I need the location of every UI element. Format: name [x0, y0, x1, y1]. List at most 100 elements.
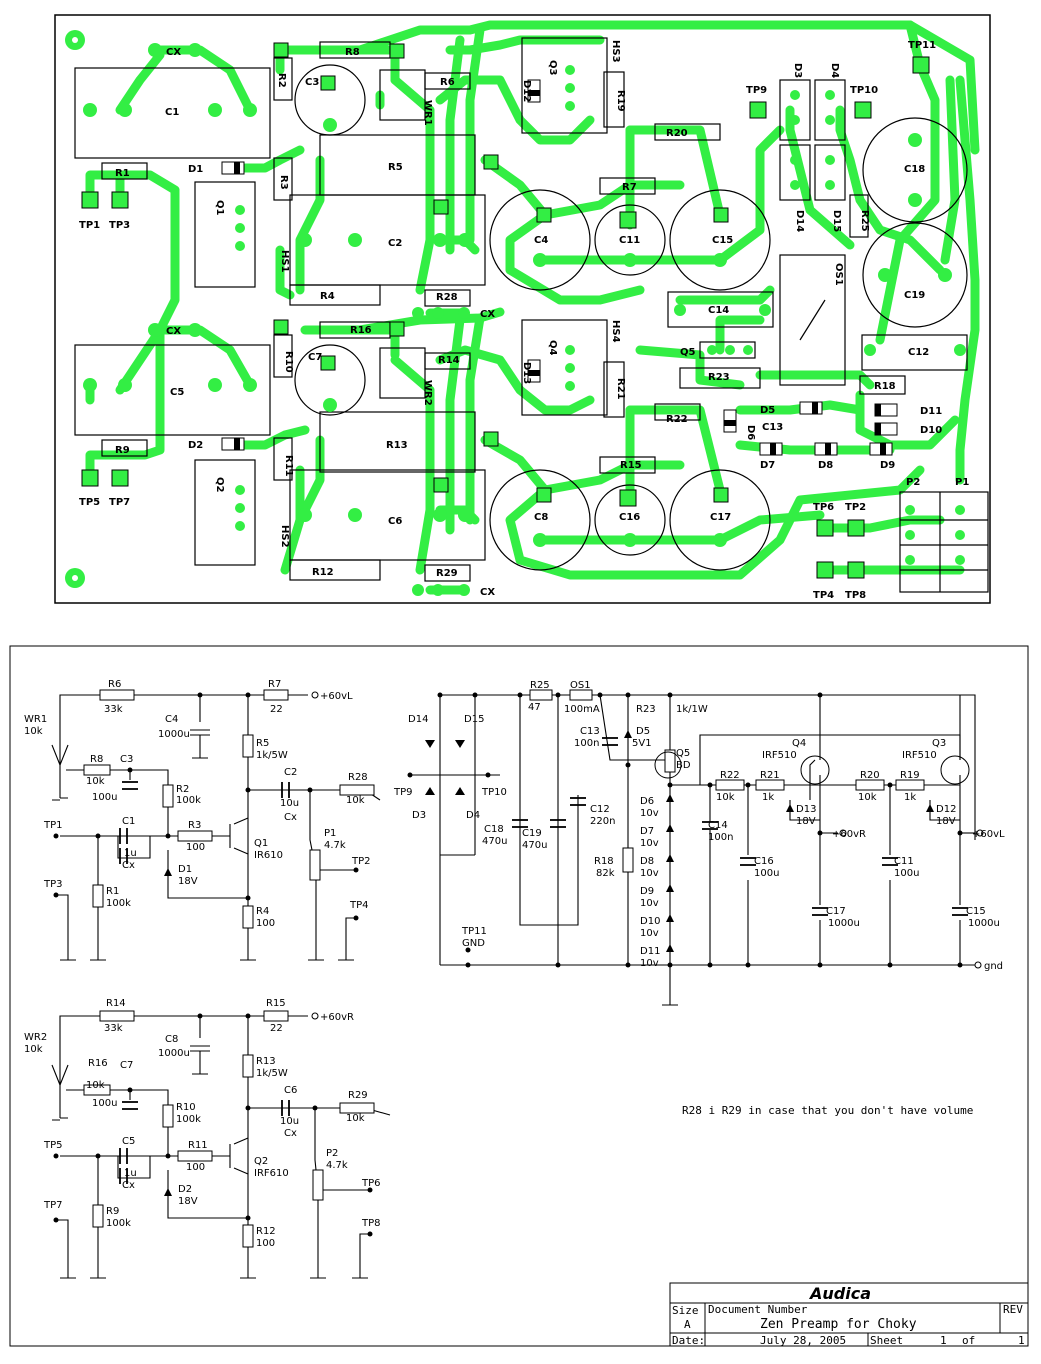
title-block-size-label: Size — [672, 1304, 699, 1317]
pcb-label-hs2: HS2 — [279, 525, 290, 548]
sch-label-wr2-value: 10k — [24, 1044, 43, 1055]
sch-label-d8-value: 10v — [640, 868, 659, 879]
pcb-label-c15: C15 — [712, 235, 733, 246]
sch-label-tp7: TP7 — [43, 1200, 63, 1211]
pcb-label-c7: C7 — [308, 352, 322, 363]
sch-label-r4: R4 — [256, 906, 269, 917]
sch-label-d6-value: 10v — [640, 808, 659, 819]
sch-label-c18: C18 — [484, 824, 504, 835]
sch-label-r2: R2 — [176, 784, 189, 795]
sch-label-r8: R8 — [90, 754, 103, 765]
sch-label-d14: D14 — [408, 714, 428, 725]
sch-label-60vl-out: +60vL — [972, 829, 1005, 840]
sch-label-c12: C12 — [590, 804, 610, 815]
pcb-label-wr1: WR1 — [422, 100, 433, 126]
sch-label-c18-value: 470u — [482, 836, 507, 847]
sch-label-cx2: Cx — [284, 812, 297, 823]
pcb-label-r28: R28 — [436, 292, 458, 303]
sch-label-c14-value: 100n — [708, 832, 733, 843]
sch-label-d5: D5 — [636, 726, 650, 737]
sch-label-c2-value: 10u — [280, 798, 299, 809]
sch-label-c11: C11 — [894, 856, 914, 867]
sch-label-q1: Q1 — [254, 838, 268, 849]
sch-label-tp3: TP3 — [43, 879, 63, 890]
pcb-label-r23: R23 — [708, 372, 730, 383]
pcb-label-d12: D12 — [521, 80, 532, 102]
sch-label-r13-value: 1k/5W — [256, 1068, 288, 1079]
sch-label-d3: D3 — [412, 810, 426, 821]
sch-label-d4: D4 — [466, 810, 480, 821]
sch-label-d1-value: 18V — [178, 876, 198, 887]
sch-label-q2: Q2 — [254, 1156, 268, 1167]
sch-label-r29: R29 — [348, 1090, 368, 1101]
sch-label-r9-value: 100k — [106, 1218, 131, 1229]
sch-label-c1-value: 1u — [124, 848, 137, 859]
sch-label-cx6: Cx — [284, 1128, 297, 1139]
title-block-sheet-total: 1 — [1018, 1334, 1025, 1347]
pcb-label-r7: R7 — [622, 182, 637, 193]
pcb-label-tp6: TP6 — [813, 502, 834, 513]
sch-label-tp9: TP9 — [393, 787, 413, 798]
pcb-label-p2: P2 — [906, 477, 920, 488]
pcb-label-d11: D11 — [920, 406, 942, 417]
sch-label-60vl: +60vL — [320, 691, 353, 702]
pcb-label-tp9: TP9 — [746, 85, 767, 96]
sch-label-q4: Q4 — [792, 738, 806, 749]
sch-label-c15: C15 — [966, 906, 986, 917]
sch-label-r1: R1 — [106, 886, 119, 897]
pcb-label-c2: C2 — [388, 238, 402, 249]
sch-label-d13: D13 — [796, 804, 816, 815]
pcb-label-c11: C11 — [619, 235, 640, 246]
sch-label-d1: D1 — [178, 864, 192, 875]
pcb-label-c5: C5 — [170, 387, 184, 398]
sch-label-tp11: TP11 — [461, 926, 487, 937]
pcb-label-r20: R20 — [666, 128, 688, 139]
sch-label-r3-value: 100 — [186, 842, 205, 853]
sch-label-c4: C4 — [165, 714, 178, 725]
pcb-label-os1: OS1 — [833, 263, 844, 286]
pcb-label-r14: R14 — [438, 355, 460, 366]
sch-label-r15-value: 22 — [270, 1023, 283, 1034]
sch-label-d9: D9 — [640, 886, 654, 897]
sch-label-r23-value: 1k/1W — [676, 704, 708, 715]
sch-label-c5-value: 1u — [124, 1168, 137, 1179]
sch-label-r14-value: 33k — [104, 1023, 123, 1034]
sch-label-c3-value: 100u — [92, 792, 117, 803]
pcb-label-q5: Q5 — [680, 347, 696, 358]
sch-label-c5: C5 — [122, 1136, 135, 1147]
pcb-label-r9: R9 — [115, 445, 130, 456]
pcb-label-c3: C3 — [305, 77, 319, 88]
schematic-wires — [51, 694, 976, 1278]
sch-label-c13: C13 — [580, 726, 600, 737]
pcb-label-r18: R18 — [874, 381, 896, 392]
sch-label-c15-value: 1000u — [968, 918, 1000, 929]
pcb-label-r16: R16 — [350, 325, 372, 336]
pcb-labels: CX C1 R1 TP1 TP3 R2 C3 R8 R6 WR1 D1 Q1 R… — [79, 40, 969, 601]
sch-label-r10-value: 100k — [176, 1114, 201, 1125]
pcb-label-r19: R19 — [615, 90, 626, 112]
pcb-label-r5: R5 — [388, 162, 403, 173]
sch-label-q5: Q5 — [676, 748, 690, 759]
pcb-label-r3: R3 — [278, 175, 289, 190]
pcb-label-c13: C13 — [762, 422, 783, 433]
pcb-label-q2: Q2 — [214, 477, 225, 493]
pcb-label-r8: R8 — [345, 47, 360, 58]
title-block: Audica Size A Document Number REV Zen Pr… — [669, 1282, 1029, 1347]
title-block-doc-label: Document Number — [708, 1303, 808, 1316]
sch-label-c3: C3 — [120, 754, 133, 765]
sch-label-d10-value: 10v — [640, 928, 659, 939]
sch-label-cx5: Cx — [122, 1180, 135, 1191]
pcb-label-r29: R29 — [436, 568, 458, 579]
sch-label-c19-value: 470u — [522, 840, 547, 851]
sch-label-q3-value: IRF510 — [902, 750, 937, 761]
sch-label-r21-value: 1k — [762, 792, 774, 803]
sch-label-r23: R23 — [636, 704, 656, 715]
sch-label-p2: P2 — [326, 1148, 338, 1159]
sch-label-c14: C14 — [708, 820, 728, 831]
sch-label-d12-value: 18V — [936, 816, 956, 827]
pcb-label-q3: Q3 — [547, 60, 558, 76]
sch-label-q2-value: IRF610 — [254, 1168, 289, 1179]
sch-label-d12: D12 — [936, 804, 956, 815]
sch-label-os1-value: 100mA — [564, 704, 600, 715]
